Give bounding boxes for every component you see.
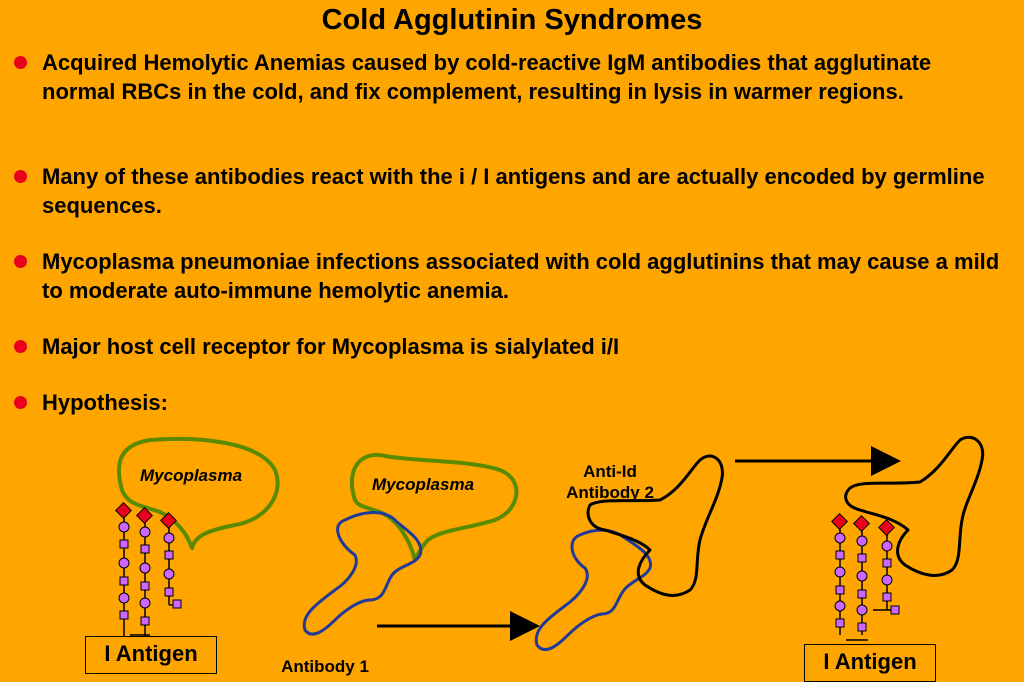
antigen-chains-left: [115, 502, 182, 638]
bullet-text: Acquired Hemolytic Anemias caused by col…: [42, 50, 932, 104]
bullet-dot-icon: [14, 255, 27, 268]
antigen-chains-right: [831, 513, 900, 641]
mycoplasma-shape-1: [117, 436, 280, 550]
anti-id-antibody-2-shape: [586, 454, 724, 597]
antibody-2-label-line: Antibody 2: [566, 483, 654, 502]
antibody-2-shape-panel-4: [844, 435, 985, 577]
bullet-dot-icon: [14, 56, 27, 69]
bullet-dot-icon: [14, 396, 27, 409]
antibody-1-shape-panel-3: [534, 528, 652, 651]
bullet-text: Mycoplasma pneumoniae infections associa…: [42, 249, 1000, 303]
bullet-dot-icon: [14, 170, 27, 183]
page-title: Cold Agglutinin Syndromes: [321, 4, 703, 36]
mycoplasma-label: Mycoplasma: [372, 475, 475, 494]
antibody-1-label: Antibody 1: [281, 657, 369, 676]
bullet-text: Major host cell receptor for Mycoplasma …: [42, 334, 620, 359]
i-antigen-label-left: I Antigen: [85, 636, 217, 674]
mycoplasma-shape-2: [349, 452, 519, 562]
bullet-text: Many of these antibodies react with the …: [42, 164, 985, 218]
mycoplasma-label: Mycoplasma: [140, 466, 243, 485]
anti-id-label-line: Anti-Id: [583, 462, 637, 481]
anti-id-antibody-2-label: Anti-Id Antibody 2: [540, 461, 680, 503]
antibody-1-shape: [302, 511, 423, 636]
i-antigen-label-right: I Antigen: [804, 644, 936, 682]
bullet-text: Hypothesis:: [42, 390, 168, 415]
bullet-dot-icon: [14, 340, 27, 353]
